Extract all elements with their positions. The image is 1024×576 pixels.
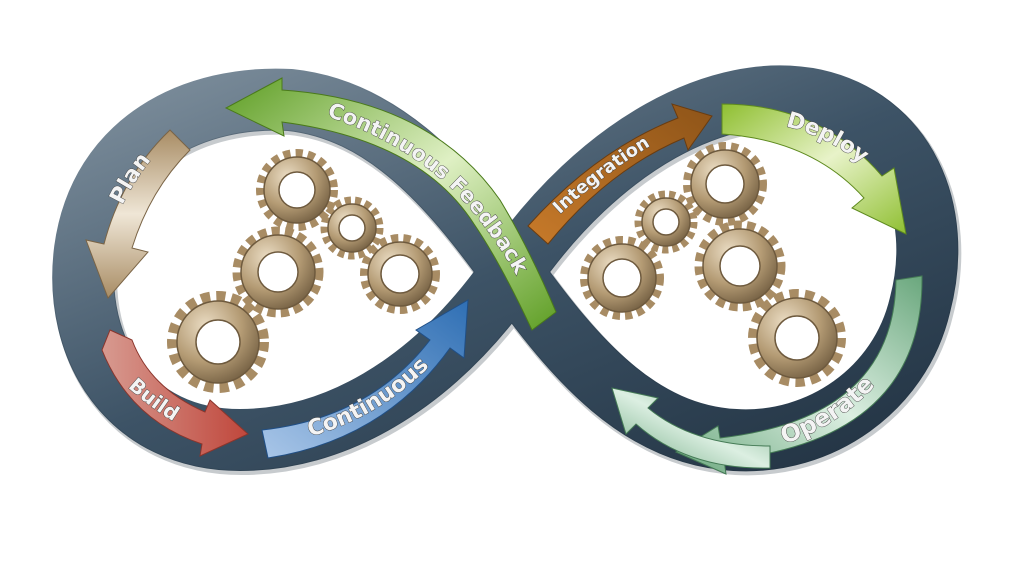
gear-icon — [232, 226, 324, 318]
gear-icon — [167, 291, 269, 393]
stage-integration-arrow — [527, 103, 713, 245]
gear-icon — [748, 289, 846, 387]
gear-icon — [320, 196, 384, 260]
stage-continuous-arrow — [261, 299, 469, 459]
stage-plan-arrow — [85, 129, 191, 299]
gear-icon — [694, 220, 786, 312]
gear-icon — [683, 142, 767, 226]
gear-icon — [580, 236, 664, 320]
stage-feedback-arrow — [224, 77, 557, 331]
stage-operate-return-arrow — [611, 387, 771, 469]
gear-icon — [256, 149, 338, 231]
gear-icon — [634, 190, 698, 254]
stage-build-arrow — [101, 329, 249, 457]
gear-cluster-left — [167, 149, 440, 393]
gear-icon — [360, 234, 440, 314]
gear-cluster-right — [580, 142, 846, 387]
stage-deploy-arrow — [721, 103, 907, 235]
